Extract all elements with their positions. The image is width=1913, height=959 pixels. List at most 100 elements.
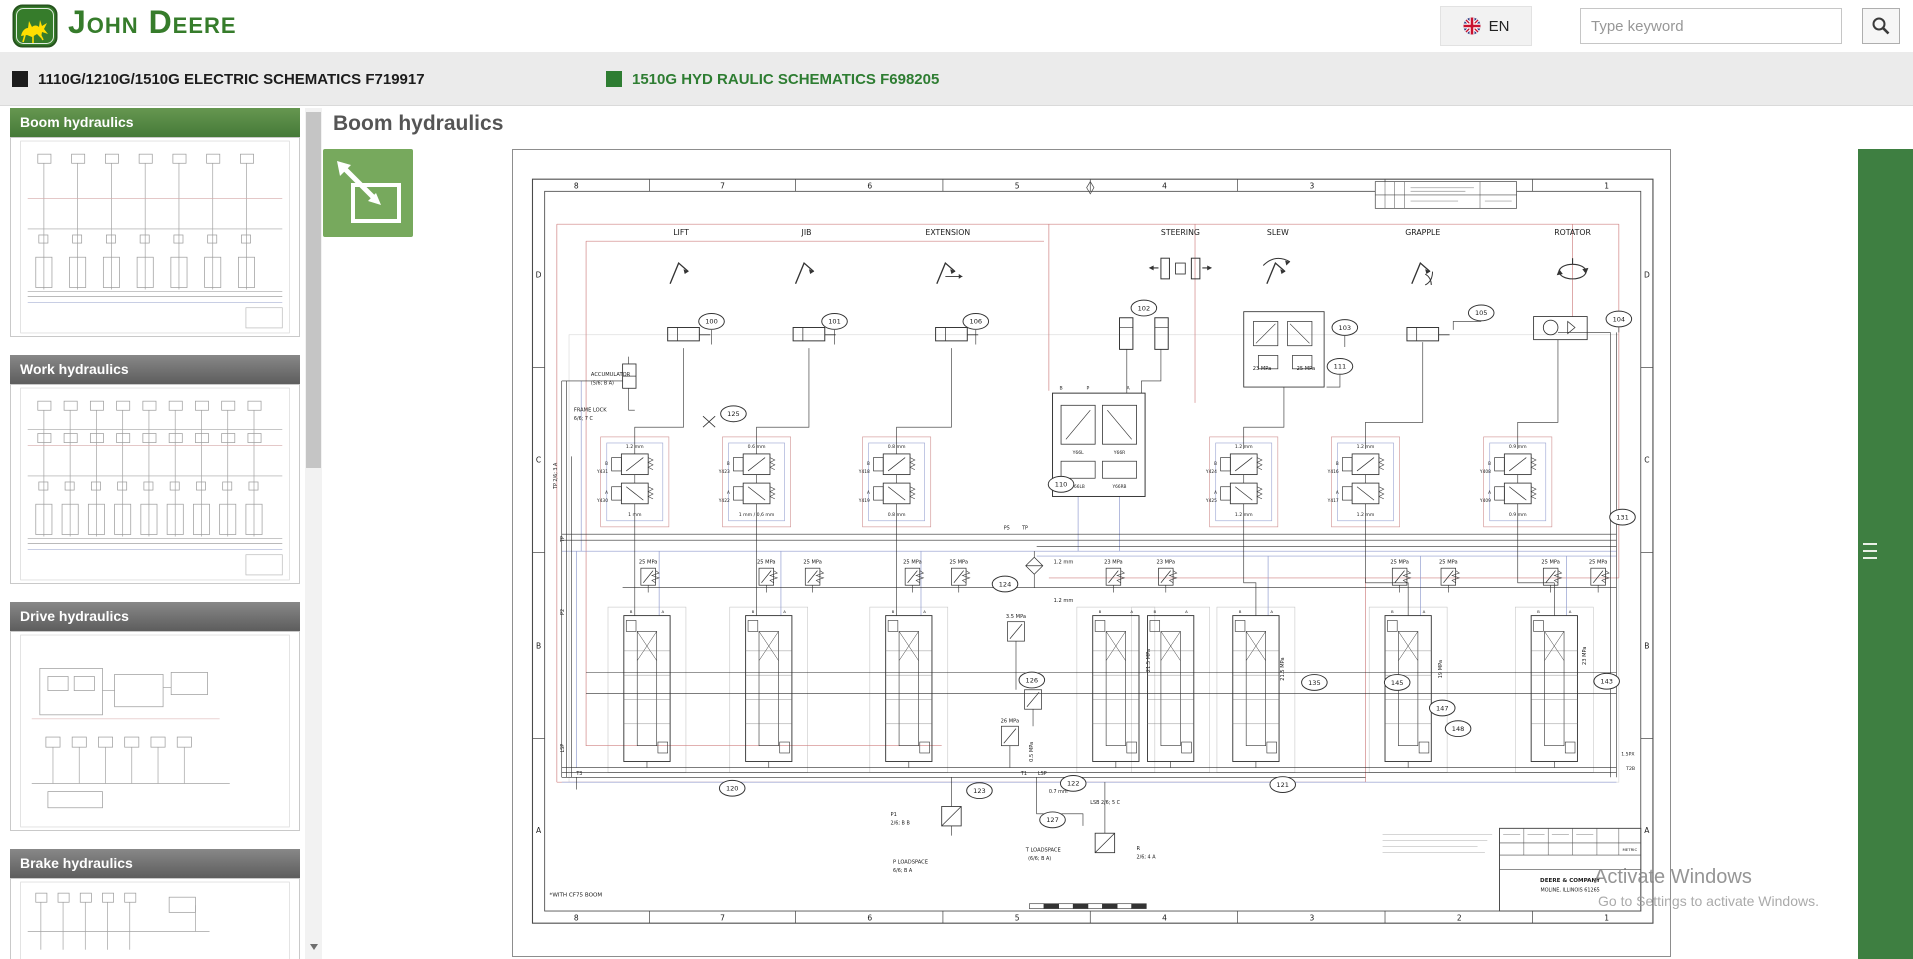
- callout-147[interactable]: [1428, 699, 1456, 717]
- svg-text:25 MPa: 25 MPa: [1390, 559, 1409, 565]
- callout-131[interactable]: [1609, 508, 1636, 526]
- fit-to-screen-button[interactable]: [323, 149, 413, 237]
- svg-text:B: B: [630, 609, 633, 614]
- svg-text:LSP: LSP: [1038, 771, 1047, 777]
- callout-121[interactable]: [1269, 776, 1296, 793]
- svg-text:SLEW: SLEW: [1267, 228, 1289, 237]
- svg-text:R: R: [1137, 846, 1141, 852]
- svg-text:*WITH CF75 BOOM: *WITH CF75 BOOM: [550, 892, 603, 898]
- svg-text:23 MPa: 23 MPa: [1253, 366, 1272, 372]
- svg-text:25 MPa: 25 MPa: [639, 559, 658, 565]
- right-panel-collapsed[interactable]: [1858, 149, 1913, 959]
- sidebar-item-work-hydraulics[interactable]: Work hydraulics: [10, 355, 300, 584]
- callout-111[interactable]: [1326, 358, 1354, 375]
- hydraulic-lines-blue: [561, 380, 1617, 783]
- callout-102[interactable]: [1130, 299, 1158, 317]
- sidebar-scrollbar[interactable]: [305, 108, 322, 959]
- svg-text:B: B: [605, 461, 608, 466]
- john-deere-logo[interactable]: [12, 4, 58, 48]
- callout-148[interactable]: [1444, 720, 1472, 738]
- callout-100[interactable]: [698, 313, 725, 330]
- callout-123[interactable]: [966, 782, 993, 800]
- svg-text:B: B: [536, 641, 541, 650]
- svg-text:122: 122: [1067, 780, 1080, 788]
- svg-text:Y66L: Y66L: [1072, 450, 1084, 456]
- callout-127[interactable]: [1039, 811, 1066, 829]
- search-button[interactable]: [1862, 8, 1900, 44]
- sidebar-item-drive-hydraulics[interactable]: Drive hydraulics: [10, 602, 300, 831]
- svg-text:A: A: [1569, 609, 1572, 614]
- svg-text:6: 6: [867, 182, 872, 191]
- scrollbar-down-button[interactable]: [305, 938, 322, 955]
- svg-text:6: 6: [867, 914, 872, 923]
- svg-text:Y430: Y430: [596, 498, 608, 504]
- sidebar-item-thumbnail[interactable]: [10, 384, 300, 584]
- callout-105[interactable]: [1467, 304, 1495, 322]
- sidebar-item-thumbnail[interactable]: [10, 631, 300, 831]
- callout-143[interactable]: [1593, 672, 1620, 690]
- callout-135[interactable]: [1301, 674, 1328, 691]
- callout-126[interactable]: [1018, 671, 1046, 689]
- scrollbar-thumb[interactable]: [306, 112, 321, 468]
- svg-text:0.6 mm: 0.6 mm: [748, 444, 766, 450]
- svg-text:0.5 MPa: 0.5 MPa: [1029, 742, 1035, 762]
- sidebar-item-header[interactable]: Work hydraulics: [10, 355, 300, 384]
- callout-110[interactable]: [1047, 475, 1075, 493]
- svg-text:131: 131: [1616, 513, 1629, 521]
- tab-hydraulic-marker: [606, 71, 622, 87]
- svg-text:EXTENSION: EXTENSION: [925, 228, 970, 237]
- svg-text:STEERING: STEERING: [1161, 228, 1200, 237]
- svg-text:A: A: [1214, 490, 1217, 495]
- search-input[interactable]: [1580, 8, 1842, 44]
- search-icon: [1872, 17, 1890, 35]
- svg-text:Y425: Y425: [1205, 498, 1217, 504]
- callout-145[interactable]: [1383, 674, 1411, 691]
- expand-diagonal-icon: [337, 161, 401, 223]
- svg-text:JIB: JIB: [801, 228, 812, 237]
- sidebar-item-header[interactable]: Brake hydraulics: [10, 849, 300, 878]
- svg-text:102: 102: [1138, 304, 1151, 312]
- svg-text:A: A: [1336, 490, 1339, 495]
- sidebar-item-thumbnail[interactable]: [10, 137, 300, 337]
- svg-text:110: 110: [1055, 481, 1068, 489]
- svg-text:5: 5: [1015, 914, 1020, 923]
- panel-handle-icon[interactable]: [1863, 543, 1877, 559]
- callout-120[interactable]: [718, 779, 746, 797]
- sidebar-item-brake-hydraulics[interactable]: Brake hydraulics: [10, 849, 300, 959]
- tab-electric-schematics[interactable]: 1110G/1210G/1510G ELECTRIC SCHEMATICS F7…: [12, 52, 425, 106]
- svg-text:1.2 mm: 1.2 mm: [1235, 512, 1253, 518]
- sidebar-item-header[interactable]: Boom hydraulics: [10, 108, 300, 137]
- svg-text:DEERE & COMPANY: DEERE & COMPANY: [1540, 878, 1601, 884]
- sidebar-item-header[interactable]: Drive hydraulics: [10, 602, 300, 631]
- language-selector[interactable]: EN: [1440, 6, 1532, 46]
- svg-text:104: 104: [1613, 315, 1626, 323]
- brand-name[interactable]: John Deere: [68, 4, 237, 40]
- callout-122[interactable]: [1059, 774, 1087, 792]
- svg-text:B: B: [752, 609, 755, 614]
- svg-text:145: 145: [1391, 679, 1404, 687]
- svg-text:25 MPa: 25 MPa: [949, 559, 968, 565]
- svg-text:B: B: [867, 461, 870, 466]
- svg-text:P: P: [1086, 385, 1089, 391]
- callout-125[interactable]: [720, 405, 747, 423]
- svg-text:B: B: [1391, 609, 1394, 614]
- callout-103[interactable]: [1331, 319, 1359, 336]
- sidebar-item-boom-hydraulics[interactable]: Boom hydraulics: [10, 108, 300, 337]
- sidebar-item-thumbnail[interactable]: [10, 878, 300, 959]
- svg-text:B: B: [892, 609, 895, 614]
- svg-text:3: 3: [1310, 914, 1315, 923]
- callout-106[interactable]: [962, 313, 990, 330]
- callout-101[interactable]: [821, 313, 848, 330]
- thumbnail-schematic: [20, 387, 290, 581]
- svg-text:A: A: [605, 490, 608, 495]
- tab-hydraulic-schematics[interactable]: 1510G HYD RAULIC SCHEMATICS F698205: [606, 52, 939, 106]
- callout-124[interactable]: [991, 575, 1019, 593]
- callout-104[interactable]: [1605, 310, 1633, 328]
- svg-text:LSP: LSP: [560, 744, 566, 753]
- svg-text:Y431: Y431: [596, 469, 608, 475]
